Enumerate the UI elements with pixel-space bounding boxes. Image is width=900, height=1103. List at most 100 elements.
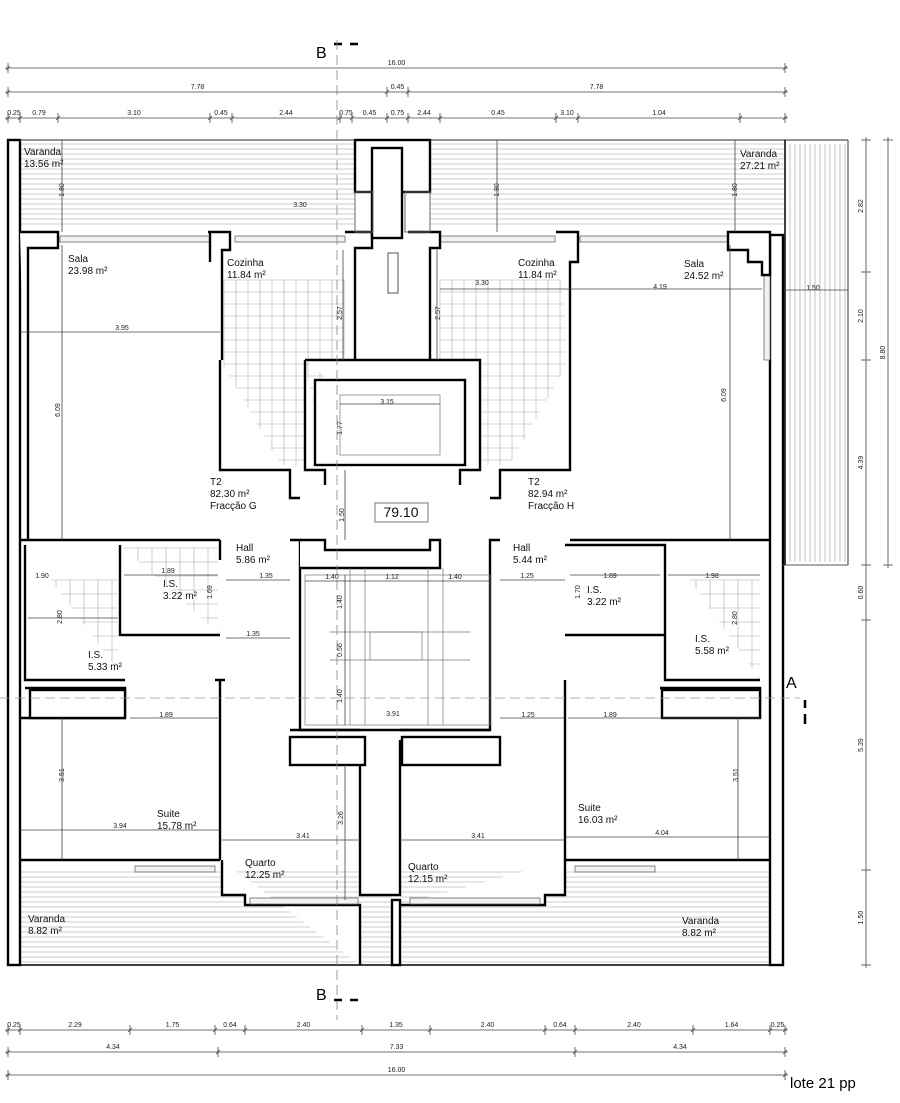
dimension-label: 3.91 bbox=[386, 711, 400, 718]
room-area: 12.25 m² bbox=[245, 870, 285, 881]
unit-area: 82.30 m² bbox=[210, 489, 250, 500]
room-area: 15.78 m² bbox=[157, 821, 197, 832]
room-area: 8.82 m² bbox=[28, 926, 63, 937]
dimension-label: 2.57 bbox=[435, 306, 442, 320]
room-name: Suite bbox=[578, 803, 601, 814]
room-name: I.S. bbox=[88, 650, 103, 661]
dimension-label: 6.09 bbox=[55, 403, 62, 417]
room-name: Sala bbox=[68, 254, 88, 265]
room-label-is-r: I.S.5.58 m² bbox=[695, 634, 730, 657]
unit-unit: Fracção G bbox=[210, 501, 257, 512]
room-name: Varanda bbox=[28, 914, 66, 925]
dimension-label: 1.77 bbox=[337, 421, 344, 435]
dimension-label: 1.69 bbox=[207, 585, 214, 599]
svg-text:B: B bbox=[316, 987, 327, 1004]
dimension-label: 7.78 bbox=[590, 84, 604, 91]
section-marker-b-top: B bbox=[316, 42, 358, 62]
unit-unit: Fracção H bbox=[528, 501, 574, 512]
dimension-label: 1.04 bbox=[652, 110, 666, 117]
room-area: 5.44 m² bbox=[513, 555, 548, 566]
dimension-label: 1.89 bbox=[603, 712, 617, 719]
room-area: 5.86 m² bbox=[236, 555, 271, 566]
dimension-label: 1.89 bbox=[603, 573, 617, 580]
dimension-label: 2.10 bbox=[858, 309, 865, 323]
unit-area: 82.94 m² bbox=[528, 489, 568, 500]
dimension-label: 0.60 bbox=[858, 586, 865, 600]
room-name: I.S. bbox=[587, 585, 602, 596]
dimension-label: 2.44 bbox=[279, 110, 293, 117]
dimension-label: 4.34 bbox=[106, 1044, 120, 1051]
room-name: Quarto bbox=[408, 862, 439, 873]
dimension-label: 1.35 bbox=[246, 631, 260, 638]
room-label-is-small-r: I.S.3.22 m² bbox=[587, 585, 622, 608]
room-area: 5.58 m² bbox=[695, 646, 730, 657]
room-area: 13.56 m² bbox=[24, 159, 64, 170]
svg-text:B: B bbox=[316, 45, 327, 62]
dimension-label: 1.40 bbox=[325, 574, 339, 581]
dimension-label: 2.80 bbox=[732, 611, 739, 625]
dimension-label: 1.50 bbox=[339, 508, 346, 522]
area-box-value: 79.10 bbox=[383, 504, 418, 520]
room-area: 3.22 m² bbox=[163, 591, 198, 602]
room-area: 27.21 m² bbox=[740, 161, 780, 172]
dimension-label: 0.45 bbox=[391, 84, 405, 91]
dimension-label: 1.89 bbox=[161, 568, 175, 575]
dimension-label: 2.44 bbox=[417, 110, 431, 117]
dimension-label: 3.15 bbox=[380, 399, 394, 406]
dimension-label: 0.45 bbox=[491, 110, 505, 117]
dimension-label: 0.64 bbox=[553, 1022, 567, 1029]
dimension-label: 4.04 bbox=[655, 830, 669, 837]
dimension-label: 1.40 bbox=[337, 689, 344, 703]
dimension-label: 3.10 bbox=[127, 110, 141, 117]
dimension-label: 1.80 bbox=[494, 183, 501, 197]
dimension-label: 0.79 bbox=[32, 110, 46, 117]
dimension-label: 3.26 bbox=[338, 811, 345, 825]
dimension-label: 4.34 bbox=[673, 1044, 687, 1051]
dimension-label: 1.90 bbox=[35, 573, 49, 580]
dimension-label: 1.98 bbox=[705, 573, 719, 580]
dimension-label: 1.40 bbox=[337, 595, 344, 609]
room-name: Varanda bbox=[740, 149, 778, 160]
dimension-label: 0.45 bbox=[363, 110, 377, 117]
dimension-label: 1.35 bbox=[389, 1022, 403, 1029]
dimension-label: 3.51 bbox=[59, 768, 66, 782]
balcony-decking bbox=[20, 143, 846, 963]
room-area: 8.82 m² bbox=[682, 928, 717, 939]
dimension-label: 2.40 bbox=[297, 1022, 311, 1029]
dimension-label: 2.57 bbox=[337, 306, 344, 320]
dimension-label: 2.40 bbox=[627, 1022, 641, 1029]
dimension-label: 0.25 bbox=[7, 110, 21, 117]
section-marker-a: A bbox=[0, 675, 807, 724]
dimension-label: 16.00 bbox=[388, 1067, 406, 1074]
dimension-label: 3.41 bbox=[296, 833, 310, 840]
room-area: 24.52 m² bbox=[684, 271, 724, 282]
dimension-label: 0.25 bbox=[771, 1022, 785, 1029]
dimension-label: 4.39 bbox=[858, 456, 865, 470]
dimension-label: 1.75 bbox=[166, 1022, 180, 1029]
dimension-label: 1.70 bbox=[575, 585, 582, 599]
room-name: Varanda bbox=[24, 147, 62, 158]
dimension-label: 1.12 bbox=[385, 574, 399, 581]
dimension-label: 2.40 bbox=[481, 1022, 495, 1029]
room-area: 16.03 m² bbox=[578, 815, 618, 826]
unit-type: T2 bbox=[528, 477, 540, 488]
dimension-label: 4.19 bbox=[653, 284, 667, 291]
room-name: Cozinha bbox=[518, 258, 555, 269]
dimension-label: 1.89 bbox=[159, 712, 173, 719]
room-name: Hall bbox=[513, 543, 530, 554]
room-name: I.S. bbox=[695, 634, 710, 645]
